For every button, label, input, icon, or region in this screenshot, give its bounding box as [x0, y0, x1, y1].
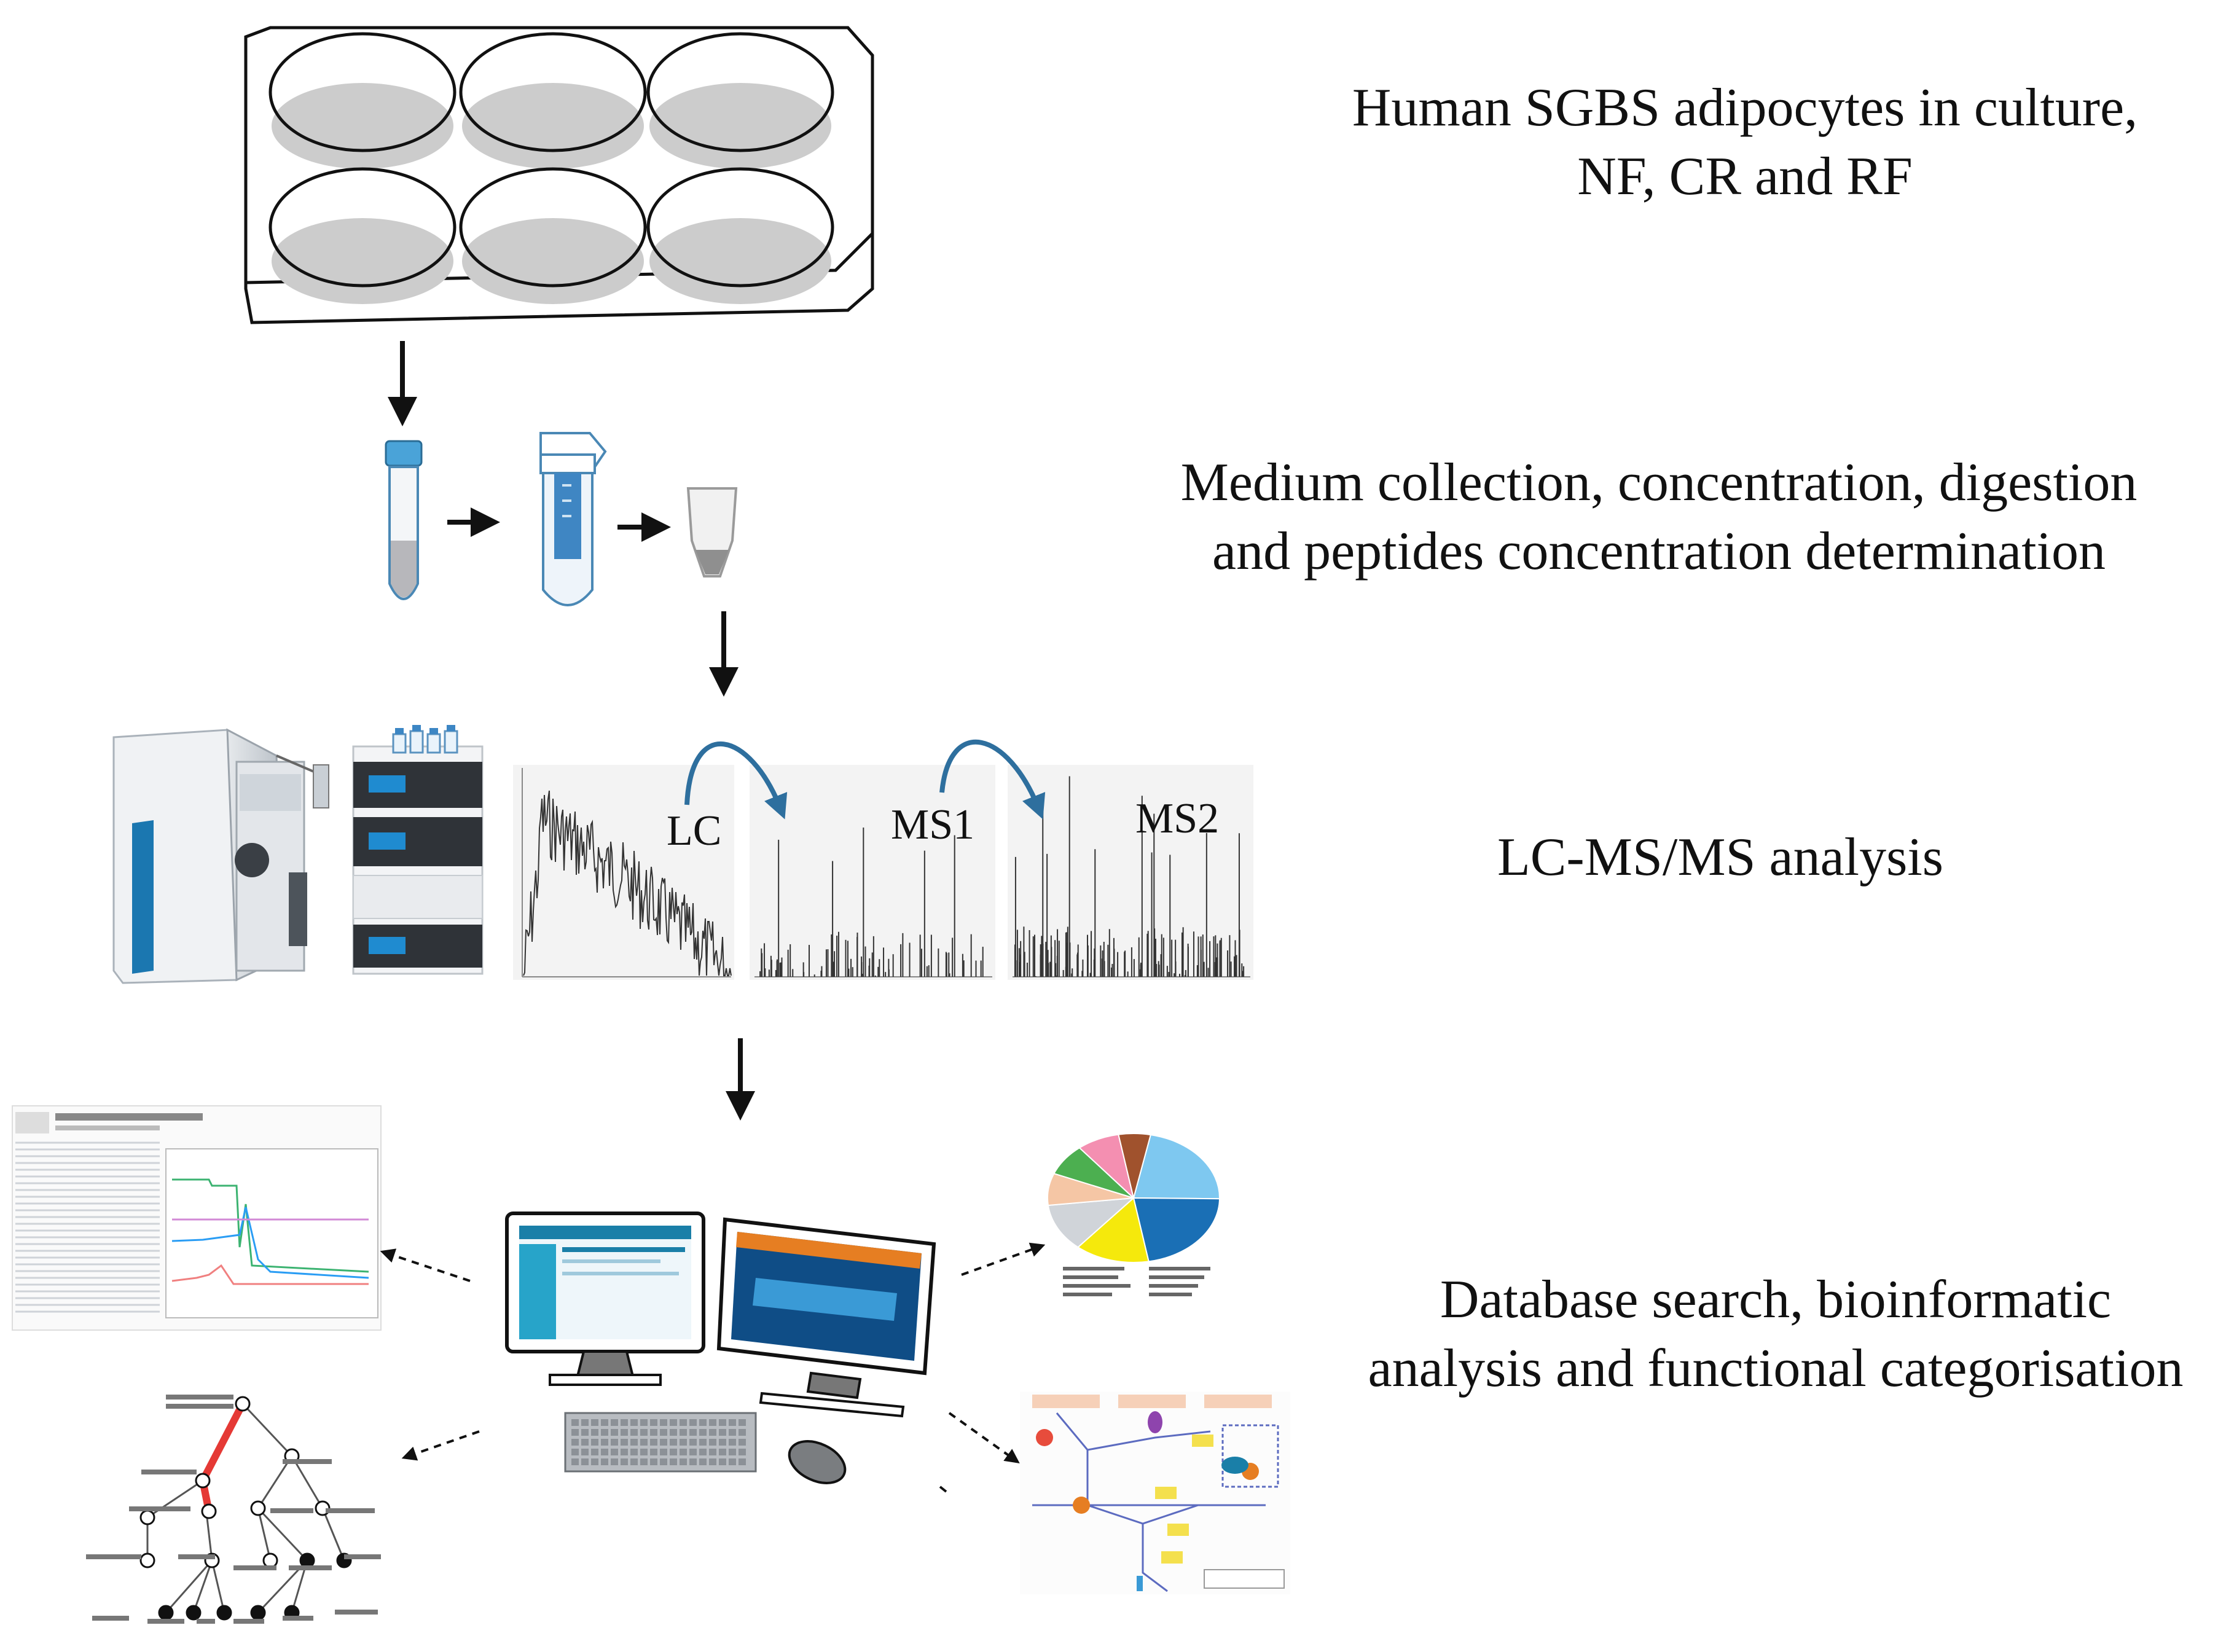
- lc-label: LC: [667, 807, 721, 855]
- step-1-label: Human SGBS adipocytes in culture, NF, CR…: [1315, 74, 2175, 211]
- eppendorf-tube-icon: [686, 487, 738, 577]
- curved-arrow-ms1-ms2: [939, 740, 1046, 820]
- dashed-arrow-to-pathway: [948, 1412, 1020, 1463]
- computer-workstation-icon: [505, 1212, 936, 1484]
- decision-tree-icon: [86, 1395, 381, 1624]
- hplc-system-icon: [352, 725, 484, 975]
- lc-chromatogram: LC: [513, 765, 734, 980]
- step-4-line-1: Database search, bioinformatic: [1440, 1270, 2112, 1329]
- curved-arrow-lc-ms1: [684, 742, 788, 820]
- step-1-line-1: Human SGBS adipocytes in culture,: [1352, 78, 2138, 138]
- step-2-label: Medium collection, concentration, digest…: [1143, 448, 2175, 586]
- dashed-arrow-to-tree: [401, 1430, 480, 1461]
- mass-spectrometer-icon: [112, 728, 329, 984]
- step-3-line-1: LC-MS/MS analysis: [1497, 828, 1944, 887]
- dashed-arrow-to-signalp: [380, 1248, 471, 1282]
- six-well-plate-icon: [244, 26, 874, 324]
- dashed-arrow-to-pie: [961, 1242, 1046, 1276]
- ms2-spectrum: MS2: [1008, 765, 1253, 980]
- step-1-line-2: NF, CR and RF: [1577, 147, 1913, 206]
- ms2-label: MS2: [1135, 795, 1219, 842]
- spin-filter-icon: [539, 432, 607, 606]
- step-2-line-2: and peptides concentration determination: [1212, 522, 2106, 581]
- falcon-tube-icon: [385, 440, 423, 600]
- step-4-label: Database search, bioinformatic analysis …: [1339, 1266, 2212, 1403]
- step-4-line-2: analysis and functional categorisation: [1368, 1339, 2184, 1398]
- step-3-label: LC-MS/MS analysis: [1413, 823, 2028, 892]
- ms1-spectrum: MS1: [750, 765, 995, 980]
- signalp-plot-icon: [12, 1105, 382, 1331]
- ms1-label: MS1: [891, 801, 974, 848]
- pie-chart-icon: [1047, 1133, 1229, 1299]
- pathway-map-icon: [1020, 1392, 1290, 1594]
- step-2-line-1: Medium collection, concentration, digest…: [1180, 453, 2138, 512]
